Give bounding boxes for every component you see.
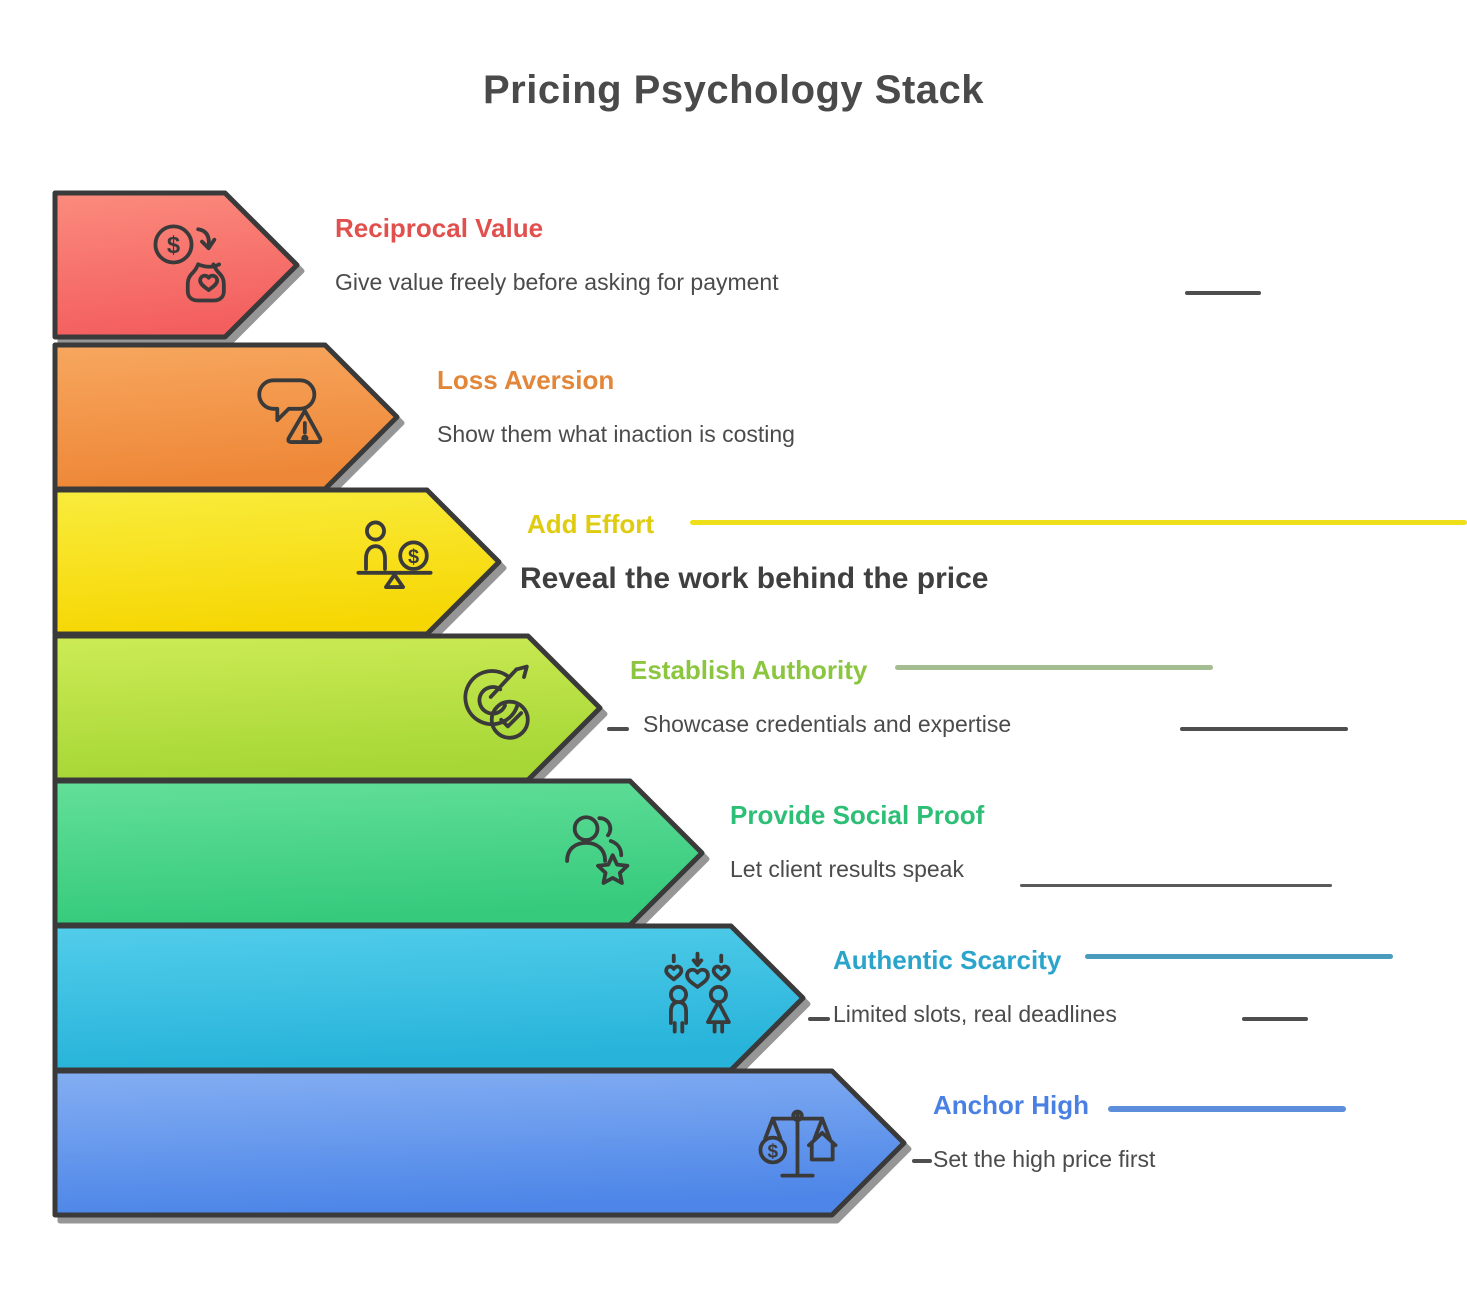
leader-line — [1085, 954, 1393, 959]
row-description: Limited slots, real deadlines — [833, 1001, 1117, 1027]
leader-line — [1185, 291, 1261, 295]
row-description: Let client results speak — [730, 856, 964, 882]
row-description: Show them what inaction is costing — [437, 421, 795, 447]
leader-line — [690, 520, 1467, 525]
leader-line — [912, 1159, 932, 1163]
arrow-band — [52, 342, 400, 492]
row-label: Anchor High — [933, 1090, 1089, 1120]
arrow-band — [52, 923, 806, 1073]
chat-warning-icon — [245, 367, 340, 462]
leader-line — [1020, 884, 1332, 887]
row-description: Set the high price first — [933, 1146, 1156, 1172]
arrow-band — [52, 1068, 907, 1218]
row-label: Establish Authority — [630, 655, 868, 685]
row-label: Authentic Scarcity — [833, 945, 1062, 975]
row-description: Give value freely before asking for paym… — [335, 269, 779, 295]
leader-line — [895, 665, 1213, 670]
row-label: Reciprocal Value — [335, 213, 544, 243]
row-label: Loss Aversion — [437, 365, 615, 395]
svg-text:$: $ — [768, 1142, 779, 1163]
leader-line — [808, 1017, 830, 1021]
arrow-band — [52, 487, 502, 637]
page-title: Pricing Psychology Stack — [482, 68, 985, 112]
leader-line — [607, 727, 629, 731]
money-heart-exchange-icon: $ — [145, 215, 240, 310]
svg-text:$: $ — [167, 232, 180, 259]
row-label: Add Effort — [527, 509, 655, 539]
row-label: Provide Social Proof — [730, 800, 985, 830]
leader-line — [1108, 1106, 1346, 1112]
leader-line — [1242, 1017, 1308, 1021]
arrow-band — [52, 778, 705, 928]
arrow-band — [52, 633, 603, 783]
target-check-icon — [448, 658, 543, 753]
person-price-balance-icon: $ — [347, 512, 442, 607]
couple-hearts-icon — [650, 948, 745, 1043]
row-description: Showcase credentials and expertise — [643, 711, 1012, 737]
svg-text:$: $ — [408, 546, 419, 568]
leader-line — [1180, 727, 1348, 731]
row-description: Reveal the work behind the price — [520, 562, 989, 595]
arrow-band — [52, 190, 300, 340]
price-value-scale-icon: $ — [750, 1093, 845, 1188]
users-star-icon — [550, 803, 645, 898]
